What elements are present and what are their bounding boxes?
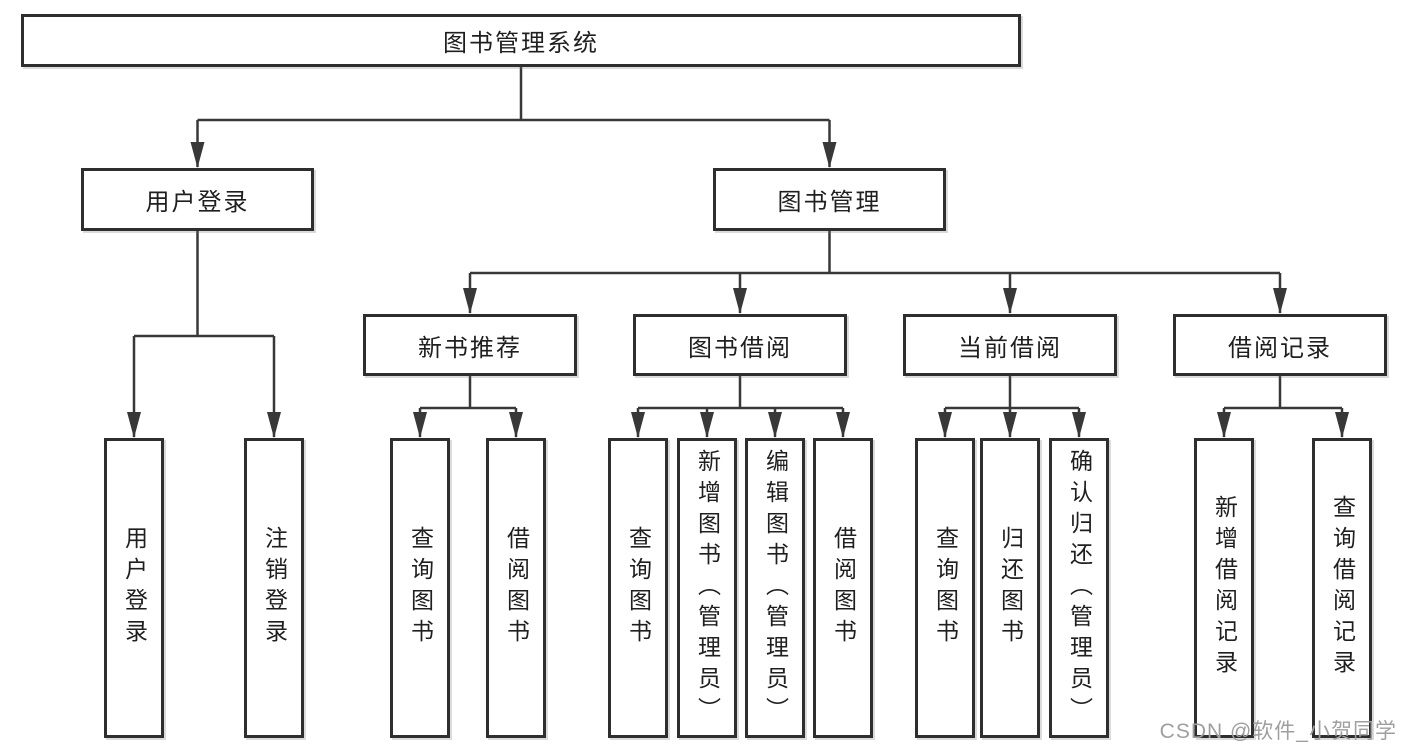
node-borrow-records: 借阅记录 [1173, 314, 1387, 376]
leaf-query-books-recommend: 查询图书 [390, 438, 450, 738]
leaf-logout: 注销登录 [244, 438, 304, 738]
node-current-borrow: 当前借阅 [903, 314, 1117, 376]
leaf-borrow-books-recommend: 借阅图书 [486, 438, 546, 738]
leaf-borrow-books: 借阅图书 [813, 438, 873, 738]
leaf-return-book: 归还图书 [980, 438, 1040, 738]
leaf-query-books-borrow: 查询图书 [608, 438, 668, 738]
leaf-add-borrow-record: 新增借阅记录 [1194, 438, 1254, 738]
leaf-query-books-current: 查询图书 [915, 438, 975, 738]
leaf-query-borrow-record: 查询借阅记录 [1312, 438, 1372, 738]
watermark: CSDN @软件_小贺同学 [1159, 720, 1397, 743]
leaf-user-login: 用户登录 [104, 438, 164, 738]
node-book-management: 图书管理 [713, 168, 946, 231]
leaf-edit-book-admin: 编辑图书（管理员） [745, 438, 805, 738]
node-new-book-recommend: 新书推荐 [363, 314, 577, 376]
node-root: 图书管理系统 [21, 14, 1021, 67]
tree-edges [132, 67, 1344, 437]
leaf-confirm-return-admin: 确认归还（管理员） [1049, 438, 1109, 738]
node-book-borrow: 图书借阅 [633, 314, 847, 376]
leaf-add-book-admin: 新增图书（管理员） [677, 438, 737, 738]
node-user-login: 用户登录 [81, 168, 314, 231]
